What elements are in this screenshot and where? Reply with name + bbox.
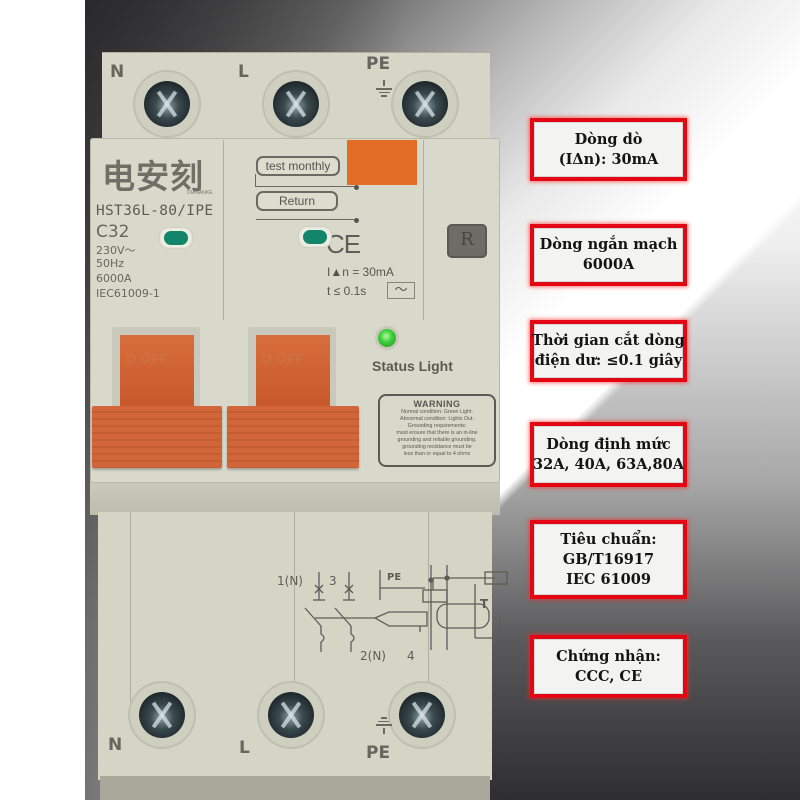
diagram-label-1n: 1(N): [277, 574, 303, 588]
indicator-green: [164, 231, 188, 245]
spec-card-certification: Chứng nhận: CCC, CE: [530, 635, 687, 698]
diagram-label-4: 4: [407, 649, 415, 663]
status-light-label: Status Light: [372, 358, 453, 374]
spec-card-line: IEC 61009: [566, 570, 651, 588]
spec-card-line: Dòng định mức: [546, 435, 671, 453]
lever-off-label: O.OFF: [126, 351, 169, 366]
spec-card-standards: Tiêu chuẩn: GB/T16917 IEC 61009: [530, 520, 687, 599]
screw-icon: [268, 692, 314, 738]
screw-icon: [399, 692, 445, 738]
warning-title: WARNING: [413, 399, 461, 409]
spec-card-line: Dòng dò: [574, 130, 643, 148]
terminal-label-top-l: L: [238, 62, 249, 82]
terminal-label-bottom-l: L: [239, 738, 250, 758]
ground-icon: [375, 717, 393, 734]
rcbo-breaker: N L PE 电安刻 DIANANKE HST36L-80/IPE C32 23…: [90, 0, 508, 800]
ground-icon: [375, 80, 393, 97]
lever-grip-right[interactable]: [227, 406, 359, 468]
reset-button[interactable]: R: [447, 224, 487, 258]
ac-symbol: ～: [387, 282, 415, 299]
return-label: Return: [256, 191, 338, 211]
terminal-label-top-n: N: [110, 62, 125, 82]
screw-icon: [402, 81, 448, 127]
terminal-label-bottom-pe: PE: [366, 743, 391, 763]
terminal-screw-top-l[interactable]: [264, 72, 328, 136]
spec-card-line: CCC, CE: [574, 667, 643, 685]
status-led: [378, 329, 396, 347]
standard-code: IEC61009-1: [96, 287, 160, 300]
panel-divider: [428, 512, 429, 712]
spec-card-line: Dòng ngắn mạch: [539, 236, 678, 253]
warning-line: grounding and reliable grounding.: [397, 437, 477, 443]
diagram-label-2n: 2(N): [360, 649, 386, 663]
warning-line: grounding resistance must be: [402, 444, 472, 450]
warning-line: less than or equal to 4 ohms: [403, 451, 471, 457]
lever-handle-left[interactable]: O.OFF: [120, 335, 194, 407]
wiring-diagram: 1(N) 3 PE T 2(N) 4: [277, 565, 508, 663]
rating-code: C32: [96, 222, 130, 242]
spec-card-line: Tiêu chuẩn:: [560, 530, 657, 548]
residual-current-rating: I▲n = 30mA: [327, 265, 394, 279]
test-monthly-label: test monthly: [256, 156, 340, 176]
spec-card-trip-time: Thời gian cắt dòng điện dư: ≤0.1 giây: [530, 320, 687, 382]
spec-card-short-circuit: Dòng ngắn mạch 6000A: [530, 224, 687, 286]
spec-card-line: điện dư: ≤0.1 giây: [534, 352, 683, 369]
contact-indicator-right: [298, 226, 332, 248]
diagram-label-3: 3: [329, 574, 337, 588]
leader-dot: [354, 218, 359, 223]
model-number: HST36L-80/IPE: [96, 203, 214, 219]
spec-card-rated-current: Dòng định mức 32A, 40A, 63A,80A: [530, 422, 687, 487]
breaking-capacity: 6000A: [96, 272, 132, 285]
spec-card-line: Thời gian cắt dòng: [532, 332, 685, 349]
lever-off-label: O.OFF: [262, 351, 305, 366]
spec-card-line: GB/T16917: [562, 550, 655, 568]
trip-time-rating: t ≤ 0.1s: [327, 284, 367, 298]
terminal-label-bottom-n: N: [108, 735, 123, 755]
terminal-screw-top-pe[interactable]: [393, 72, 457, 136]
leader-line: [256, 176, 356, 187]
spec-card-leakage-current: Dòng dò (IΔn): 30mA: [530, 118, 687, 181]
brand-logo: 电安刻: [102, 157, 204, 196]
indicator-green: [303, 230, 327, 244]
terminal-screw-bottom-n[interactable]: [130, 683, 194, 747]
diagram-label-t: T: [480, 597, 489, 611]
screw-icon: [144, 81, 190, 127]
terminal-screw-bottom-pe[interactable]: [390, 683, 454, 747]
spec-card-line: 32A, 40A, 63A,80A: [533, 455, 684, 473]
panel-divider: [423, 140, 424, 320]
frequency-rating: 50Hz: [96, 257, 125, 270]
panel-divider: [130, 512, 131, 712]
contact-indicator-left: [159, 227, 193, 249]
warning-label: WARNING Normal condition: Green Light. A…: [378, 394, 496, 467]
terminal-screw-top-n[interactable]: [135, 72, 199, 136]
lever-grip-left[interactable]: [92, 406, 222, 468]
leader-dot: [354, 185, 359, 190]
lever-handle-right[interactable]: O.OFF: [256, 335, 330, 407]
voltage-rating: 230V～: [96, 244, 136, 257]
din-rail-clip: [100, 776, 490, 800]
warning-line: Normal condition: Green Light.: [401, 409, 473, 415]
warning-line: must ensure that there is an in-line: [396, 430, 478, 436]
brand-subtitle: DIANANKE: [187, 190, 213, 196]
screw-icon: [273, 81, 319, 127]
warning-line: Grounding requirements:: [407, 423, 467, 429]
spec-card-line: Chứng nhận:: [556, 647, 661, 665]
screw-icon: [139, 692, 185, 738]
warning-line: Abnormal condition: Lights Out.: [400, 416, 474, 422]
panel-divider: [223, 140, 224, 320]
leader-line: [255, 174, 256, 187]
terminal-screw-bottom-l[interactable]: [259, 683, 323, 747]
spec-card-line: 6000A: [582, 256, 635, 273]
diagram-label-pe: PE: [387, 572, 401, 583]
leader-line: [256, 209, 356, 220]
spec-card-line: (IΔn): 30mA: [558, 150, 659, 168]
test-button[interactable]: [347, 140, 417, 185]
terminal-label-top-pe: PE: [366, 54, 391, 74]
panel-divider: [294, 512, 295, 712]
